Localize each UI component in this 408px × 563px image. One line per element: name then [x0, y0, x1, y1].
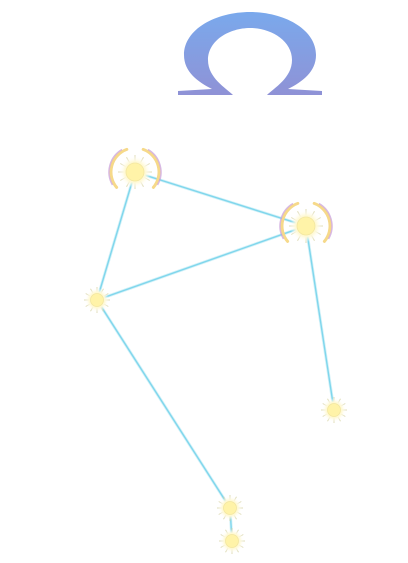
- star-left-middle-icon: [84, 287, 110, 313]
- constellation-line-star-top-left-star-right: [134, 171, 307, 227]
- star-lower-right-icon: [321, 397, 347, 423]
- star-bottom-upper-icon: [217, 495, 243, 521]
- constellation-line-star-left-middle-star-right: [96, 225, 307, 301]
- constellation-line-star-top-left-star-left-middle: [96, 171, 136, 301]
- star-bottom-lower-icon: [219, 528, 245, 554]
- star-right-arc-left: [280, 201, 300, 243]
- star-top-left-arc-left-outer: [108, 148, 123, 186]
- star-right-arc-right: [312, 201, 332, 243]
- constellation-stars: [84, 155, 347, 554]
- constellation-line-star-left-middle-star-bottom-upper: [96, 299, 231, 509]
- constellation-line-star-right-star-lower-right: [305, 225, 335, 411]
- highlight-arcs: [108, 147, 333, 243]
- star-right-arc-left-outer: [279, 202, 294, 240]
- star-right-arc-right-outer: [318, 202, 333, 240]
- star-top-left-icon: [118, 155, 152, 189]
- star-top-left-arc-right: [141, 147, 161, 189]
- star-top-left-arc-left: [109, 147, 129, 189]
- star-right-icon: [289, 209, 323, 243]
- star-top-left-arc-right-outer: [147, 148, 162, 186]
- libra-symbol-icon: [178, 12, 322, 95]
